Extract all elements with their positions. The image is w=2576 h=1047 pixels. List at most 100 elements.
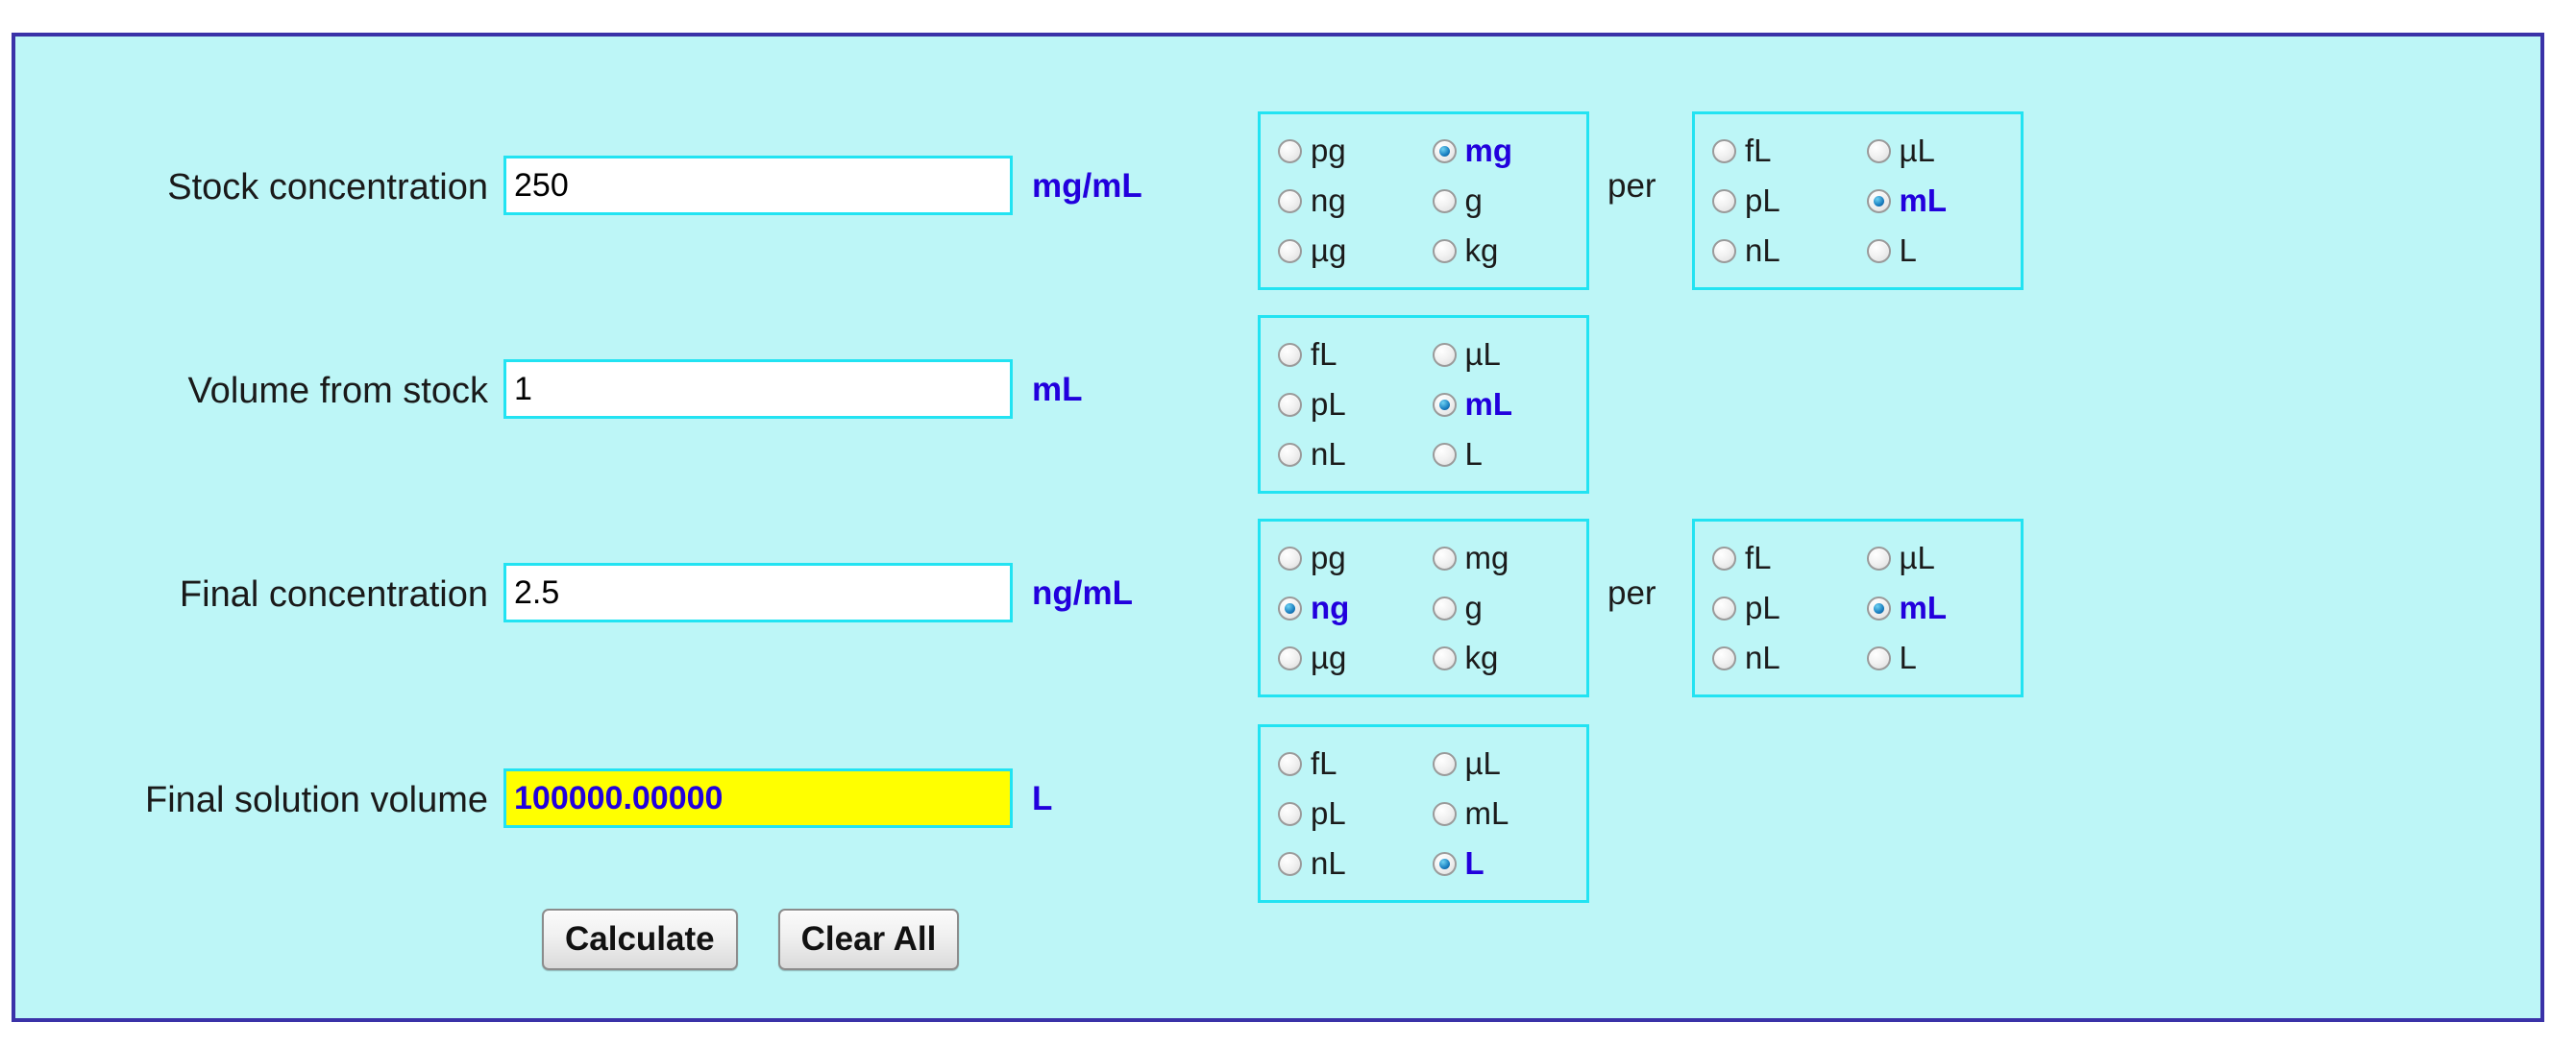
radio-stock-vol-L[interactable]: L: [1866, 232, 2022, 268]
radio-label: µL: [1464, 745, 1501, 781]
stock-concentration-unit: mg/mL: [1032, 167, 1142, 205]
volume-from-stock-label: Volume from stock: [187, 371, 488, 411]
radio-final-mass-ng[interactable]: ng: [1278, 591, 1433, 625]
radio-icon: [1278, 392, 1302, 417]
radio-vfs-vol-mL[interactable]: mL: [1432, 387, 1587, 422]
radio-vfs-vol-fL[interactable]: fL: [1278, 337, 1433, 372]
final-concentration-unit: ng/mL: [1032, 574, 1133, 612]
radio-icon: [1278, 851, 1302, 876]
radio-label: fL: [1745, 133, 1772, 168]
radio-final-mass-mg[interactable]: mg: [1432, 541, 1587, 575]
radio-label: µL: [1899, 540, 1935, 575]
radio-final-vol-uL[interactable]: µL: [1866, 540, 2022, 575]
radio-icon-selected: [1432, 392, 1457, 417]
radio-icon: [1278, 342, 1302, 367]
radio-label: pL: [1311, 386, 1346, 422]
radio-final-mass-kg[interactable]: kg: [1432, 641, 1587, 675]
radio-icon: [1432, 442, 1457, 467]
radio-label: pg: [1311, 133, 1346, 168]
radio-icon: [1432, 801, 1457, 826]
radio-icon: [1278, 801, 1302, 826]
radio-vfs-vol-pL[interactable]: pL: [1278, 387, 1433, 422]
radio-fsv-vol-L[interactable]: L: [1432, 845, 1587, 881]
radio-final-vol-pL[interactable]: pL: [1712, 591, 1867, 625]
radio-icon: [1866, 546, 1891, 571]
final-solution-volume-label: Final solution volume: [145, 780, 488, 820]
button-bar: Calculate Clear All: [542, 909, 960, 970]
radio-final-mass-g[interactable]: g: [1432, 590, 1587, 625]
radio-final-vol-L[interactable]: L: [1866, 641, 2022, 675]
radio-icon: [1432, 645, 1457, 670]
radio-stock-mass-pg[interactable]: pg: [1278, 134, 1433, 168]
radio-stock-vol-uL[interactable]: µL: [1866, 134, 2022, 168]
radio-label: nL: [1311, 436, 1346, 472]
stock-concentration-input[interactable]: [503, 156, 1013, 215]
radio-stock-vol-fL[interactable]: fL: [1712, 134, 1867, 168]
radio-icon: [1432, 751, 1457, 776]
radio-icon-selected: [1866, 188, 1891, 213]
calculate-button[interactable]: Calculate: [542, 909, 738, 970]
dilution-calculator-panel: Stock concentration mg/mL pg mg ng: [12, 33, 2544, 1022]
stock-per-label: per: [1607, 167, 1656, 205]
radio-icon: [1712, 238, 1736, 263]
radio-label: mL: [1464, 795, 1509, 831]
final-concentration-volume-unit-group: fL µL pL mL nL: [1692, 519, 2024, 697]
radio-icon: [1432, 596, 1457, 621]
radio-stock-vol-pL[interactable]: pL: [1712, 183, 1867, 218]
final-solution-volume-result[interactable]: [503, 768, 1013, 828]
final-concentration-label: Final concentration: [179, 574, 488, 615]
volume-from-stock-unit: mL: [1032, 371, 1083, 408]
clear-all-button[interactable]: Clear All: [777, 909, 960, 970]
radio-final-vol-fL[interactable]: fL: [1712, 541, 1867, 575]
radio-label: ng: [1311, 590, 1350, 625]
volume-from-stock-input[interactable]: [503, 359, 1013, 419]
radio-label: fL: [1745, 540, 1772, 575]
radio-stock-mass-ng[interactable]: ng: [1278, 183, 1433, 218]
radio-fsv-vol-nL[interactable]: nL: [1278, 846, 1433, 881]
radio-final-mass-pg[interactable]: pg: [1278, 541, 1433, 575]
radio-icon: [1432, 342, 1457, 367]
radio-stock-vol-nL[interactable]: nL: [1712, 233, 1867, 268]
radio-vfs-vol-nL[interactable]: nL: [1278, 437, 1433, 472]
radio-final-vol-mL[interactable]: mL: [1866, 591, 2022, 625]
final-solution-volume-unit-group: fL µL pL mL nL: [1258, 724, 1589, 903]
radio-final-vol-nL[interactable]: nL: [1712, 641, 1867, 675]
radio-label: g: [1464, 183, 1483, 218]
radio-vfs-vol-L[interactable]: L: [1432, 436, 1587, 472]
radio-fsv-vol-fL[interactable]: fL: [1278, 746, 1433, 781]
final-mass-unit-group: pg mg ng g µg: [1258, 519, 1589, 697]
stock-mass-unit-group: pg mg ng g µg: [1258, 111, 1589, 290]
radio-stock-mass-g[interactable]: g: [1432, 183, 1587, 218]
radio-icon: [1278, 645, 1302, 670]
radio-stock-mass-ug[interactable]: µg: [1278, 233, 1433, 268]
radio-label: µg: [1311, 640, 1347, 675]
radio-label: L: [1899, 232, 1917, 268]
radio-icon-selected: [1432, 138, 1457, 163]
radio-icon: [1432, 546, 1457, 571]
radio-icon: [1278, 238, 1302, 263]
radio-icon-selected: [1432, 851, 1457, 876]
radio-icon: [1278, 138, 1302, 163]
radio-stock-mass-kg[interactable]: kg: [1432, 233, 1587, 268]
radio-fsv-vol-mL[interactable]: mL: [1432, 795, 1587, 831]
radio-stock-mass-mg[interactable]: mg: [1432, 133, 1587, 168]
radio-icon: [1866, 138, 1891, 163]
radio-fsv-vol-uL[interactable]: µL: [1432, 745, 1587, 781]
radio-label: L: [1464, 845, 1484, 881]
radio-vfs-vol-uL[interactable]: µL: [1432, 337, 1587, 372]
final-per-label: per: [1607, 574, 1656, 612]
radio-final-mass-ug[interactable]: µg: [1278, 641, 1433, 675]
radio-label: mL: [1899, 183, 1948, 218]
radio-label: nL: [1745, 640, 1780, 675]
radio-icon: [1278, 546, 1302, 571]
radio-stock-vol-mL[interactable]: mL: [1866, 183, 2022, 218]
radio-label: mg: [1464, 133, 1513, 168]
radio-label: g: [1464, 590, 1483, 625]
radio-icon: [1866, 238, 1891, 263]
final-concentration-input[interactable]: [503, 563, 1013, 622]
stock-volume-unit-group: fL µL pL mL nL: [1692, 111, 2024, 290]
radio-label: L: [1464, 436, 1483, 472]
radio-label: pL: [1745, 590, 1780, 625]
stock-concentration-label: Stock concentration: [167, 167, 488, 207]
radio-fsv-vol-pL[interactable]: pL: [1278, 796, 1433, 831]
